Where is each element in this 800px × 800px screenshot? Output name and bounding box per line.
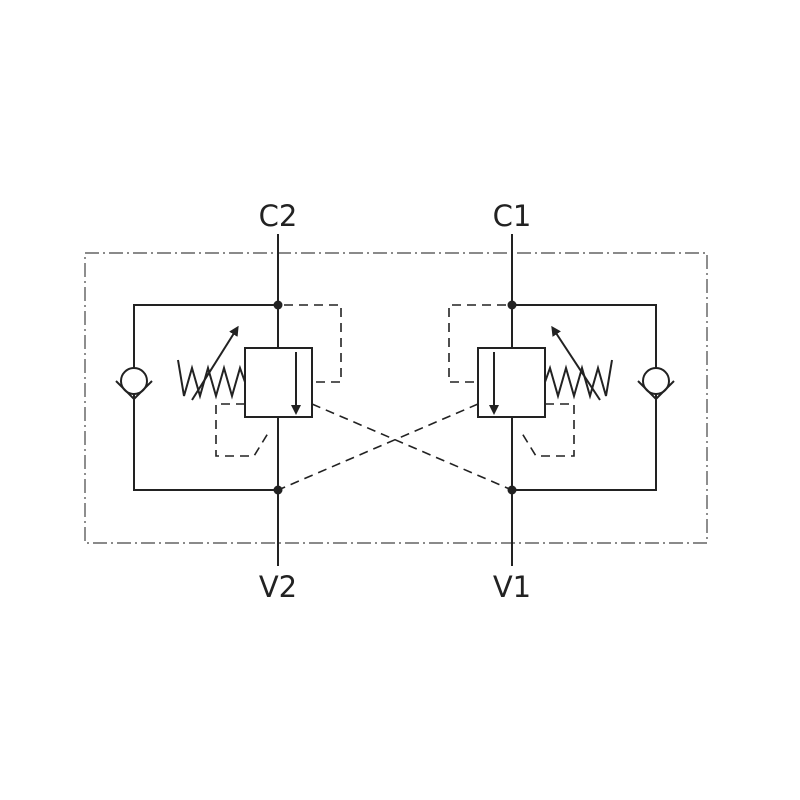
check-valve-icon: [637, 367, 675, 401]
right-cross-pilot-line: [277, 403, 479, 491]
port-label-v1: V1: [493, 570, 531, 604]
manifold-boundary: [84, 252, 708, 544]
right-pilot-line-upper: [448, 304, 506, 383]
right-top-junction: [507, 300, 517, 310]
right-bypass-line: [512, 304, 657, 491]
left-cross-pilot-line: [311, 403, 513, 491]
right-bottom-junction: [507, 485, 517, 495]
left-valve-assembly: [115, 234, 513, 566]
spring-icon: [544, 359, 613, 400]
left-pilot-line-lower: [215, 403, 271, 457]
spring-icon: [177, 359, 246, 400]
left-top-junction: [273, 300, 283, 310]
port-label-c2: C2: [259, 199, 298, 233]
port-label-c1: C1: [493, 199, 532, 233]
port-label-v2: V2: [259, 570, 297, 604]
left-pilot-line-upper: [284, 304, 342, 383]
adjust-arrow-icon: [551, 325, 601, 401]
left-valve-body: [244, 347, 313, 418]
left-bypass-line: [133, 304, 278, 491]
adjust-arrow-icon: [191, 325, 239, 401]
check-valve-icon: [115, 367, 153, 401]
right-valve-assembly: [277, 234, 675, 566]
right-pilot-line-lower: [519, 403, 575, 457]
right-valve-body: [477, 347, 546, 418]
